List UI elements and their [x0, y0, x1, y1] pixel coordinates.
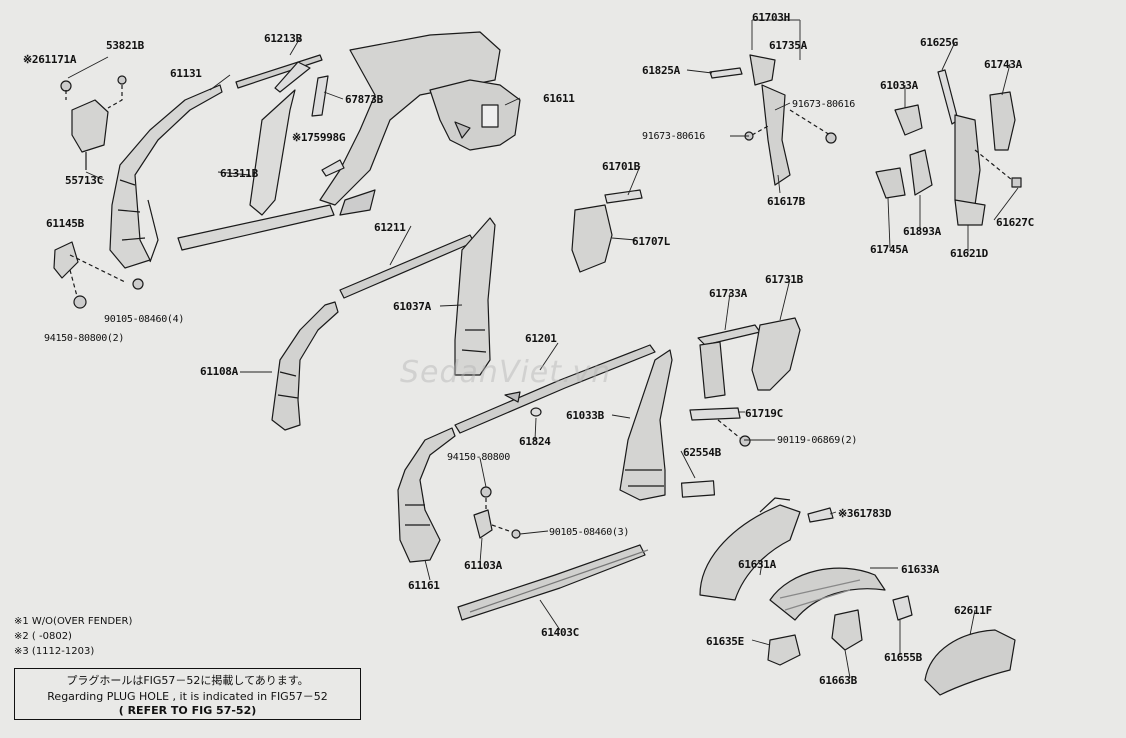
part-label-90105-3: 90105-08460(3) [549, 527, 630, 538]
part-label-61707l: 61707L [632, 235, 670, 248]
part-label-67873b: 67873B [345, 93, 383, 106]
part-label-61311b: 61311B [220, 167, 258, 180]
part-label-61893a: 61893A [903, 225, 941, 238]
part-label-55713c: 55713C [65, 174, 103, 187]
part-label-61617b: 61617B [767, 195, 805, 208]
part-label-61701b: 61701B [602, 160, 640, 173]
bracket-61719c [689, 407, 751, 447]
part-label-61611: 61611 [543, 92, 575, 105]
a-pillar-outer-part [109, 84, 223, 269]
watermark-text: SedanViet.vn [400, 355, 612, 390]
part-label-61403c: 61403C [541, 626, 579, 639]
bracket-61783d [807, 507, 834, 523]
part-label-61783d: ※361783D [838, 507, 892, 520]
footnote-3: ※3 (1112-1203) [14, 646, 95, 657]
part-label-91673-a: 91673-80616 [792, 99, 855, 110]
part-label-62611f: 62611F [954, 604, 992, 617]
part-label-61825a: 61825A [642, 64, 680, 77]
part-label-91673-b: 91673-80616 [642, 131, 705, 142]
part-label-53821b: 53821B [106, 39, 144, 52]
part-label-61735a: 61735A [769, 39, 807, 52]
part-label-90119: 90119-06869(2) [777, 435, 858, 446]
part-label-61171a: ※261171A [23, 53, 77, 66]
rear-pillar-bracket-group [709, 19, 837, 186]
part-label-75998g: ※175998G [292, 131, 346, 144]
bracket-75998g [321, 159, 345, 177]
bracket-61103a [473, 486, 521, 539]
roof-side-inner-rail [454, 344, 656, 434]
bracket-55713c [60, 75, 127, 170]
part-label-94150-b: 94150-80800 [447, 452, 510, 463]
wheelhouse-liner-part [769, 567, 886, 621]
wheelhouse-inner-part [699, 497, 801, 601]
rear-quarter-part [429, 79, 521, 151]
part-label-61703h: 61703H [752, 11, 790, 24]
plug-hole-note-en: Regarding PLUG HOLE , it is indicated in… [47, 690, 328, 703]
roof-rail-part [235, 54, 323, 93]
plug-hole-note-box: プラグホールはFIG57－52に掲載してあります。 Regarding PLUG… [14, 668, 361, 720]
part-label-61625g: 61625G [920, 36, 958, 49]
part-label-61633a: 61633A [901, 563, 939, 576]
bracket-61707l [571, 189, 643, 273]
part-label-61211: 61211 [374, 221, 406, 234]
part-label-61655b: 61655B [884, 651, 922, 664]
garnish-strip-part [311, 75, 329, 117]
part-label-61201: 61201 [525, 332, 557, 345]
plug-hole-note-ref: ( REFER TO FIG 57-52) [118, 704, 257, 717]
part-label-61663b: 61663B [819, 674, 857, 687]
part-label-61037a: 61037A [393, 300, 431, 313]
bracket-61145b [53, 241, 144, 309]
part-label-94150-2: 94150-80800(2) [44, 333, 125, 344]
part-label-61213b: 61213B [264, 32, 302, 45]
footnote-1: ※1 W/O(OVER FENDER) [14, 616, 133, 627]
part-label-61631a: 61631A [738, 558, 776, 571]
part-label-61733a: 61733A [709, 287, 747, 300]
plug-hole-note-jp: プラグホールはFIG57－52に掲載してあります。 [66, 674, 309, 687]
part-label-61824: 61824 [519, 435, 551, 448]
part-label-61033a: 61033A [880, 79, 918, 92]
part-label-61635e: 61635E [706, 635, 744, 648]
part-label-90105-4: 90105-08460(4) [104, 314, 185, 325]
part-label-61161: 61161 [408, 579, 440, 592]
part-label-61033b: 61033B [566, 409, 604, 422]
part-label-61621d: 61621D [950, 247, 988, 260]
splash-shield-part [924, 629, 1016, 696]
roof-rail-61211 [339, 234, 475, 299]
front-pillar-lower-part [397, 427, 456, 563]
part-label-61719c: 61719C [745, 407, 783, 420]
part-label-61731b: 61731B [765, 273, 803, 286]
a-pillar-inner-part [271, 301, 339, 431]
part-label-61627c: 61627C [996, 216, 1034, 229]
part-label-61145b: 61145B [46, 217, 84, 230]
part-label-61108a: 61108A [200, 365, 238, 378]
part-label-61131: 61131 [170, 67, 202, 80]
wheelhouse-upper-parts [697, 317, 801, 399]
c-pillar-inner-part [619, 349, 673, 501]
body-side-outer-part [177, 31, 501, 251]
part-label-61743a: 61743A [984, 58, 1022, 71]
footnote-2: ※2 ( -0802) [14, 631, 72, 642]
part-label-61103a: 61103A [464, 559, 502, 572]
quarter-inner-parts-group [875, 69, 1022, 226]
part-label-61745a: 61745A [870, 243, 908, 256]
lower-brackets-group [767, 595, 913, 666]
pad-62554b [680, 480, 716, 498]
part-label-62554b: 62554B [683, 446, 721, 459]
rocker-panel-part [457, 544, 649, 621]
b-pillar-part [454, 217, 496, 376]
